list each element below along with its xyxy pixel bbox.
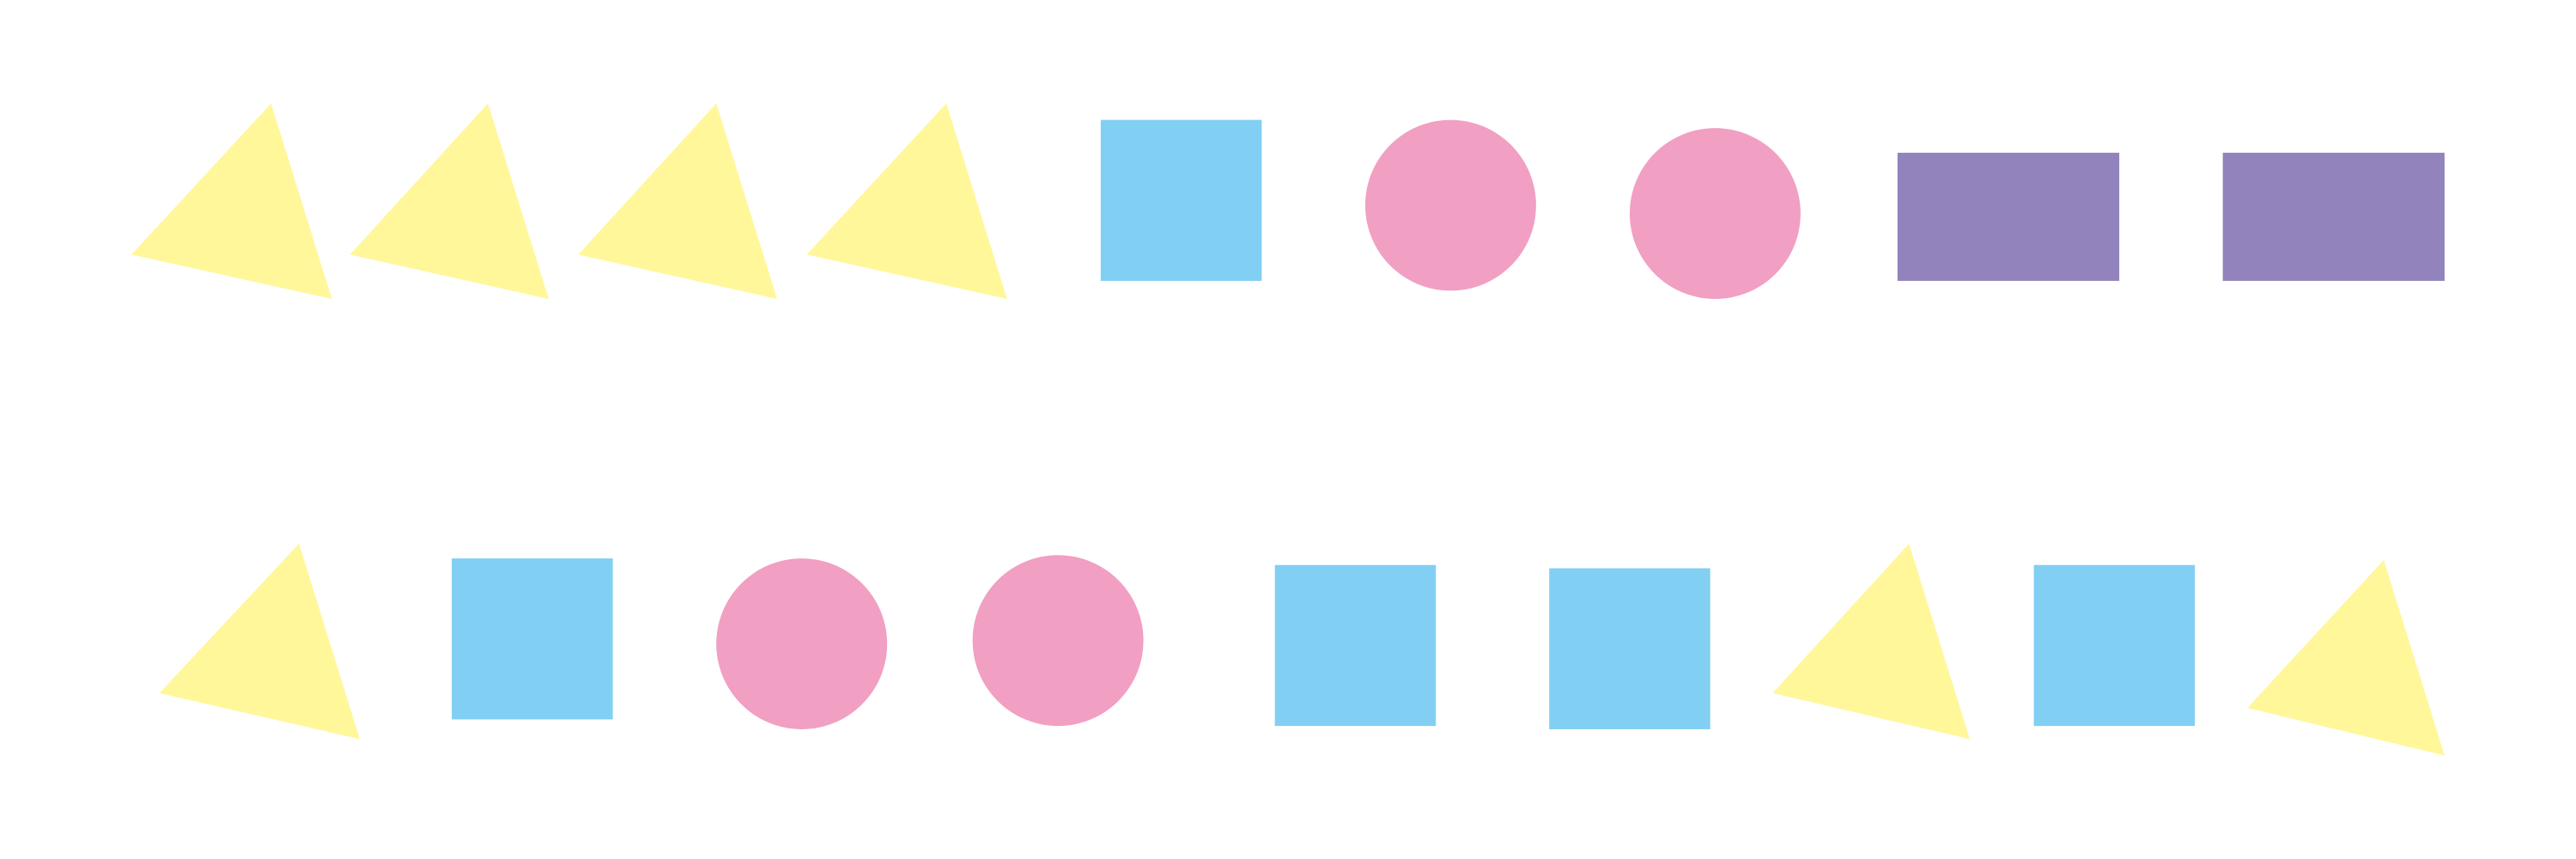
- triangle-shape: [806, 103, 1007, 299]
- square-shape: [1100, 119, 1262, 281]
- triangle-shape: [1772, 543, 1971, 740]
- triangle-shape: [349, 103, 550, 299]
- circle-shape: [716, 558, 888, 729]
- rectangle-shape: [2222, 152, 2445, 281]
- square-shape: [1274, 564, 1437, 727]
- row-1: [131, 103, 2445, 299]
- triangle-shape: [578, 103, 777, 299]
- circle-shape: [1364, 119, 1536, 291]
- circle-shape: [1629, 128, 1801, 299]
- square-shape: [1549, 568, 1710, 729]
- row-2: [159, 543, 2445, 756]
- circle-shape: [972, 555, 1144, 727]
- square-shape: [2033, 564, 2196, 727]
- triangle-shape: [131, 103, 332, 299]
- square-shape: [452, 558, 613, 720]
- triangle-shape: [159, 543, 361, 740]
- triangle-shape: [2247, 560, 2445, 756]
- rectangle-shape: [1897, 152, 2120, 281]
